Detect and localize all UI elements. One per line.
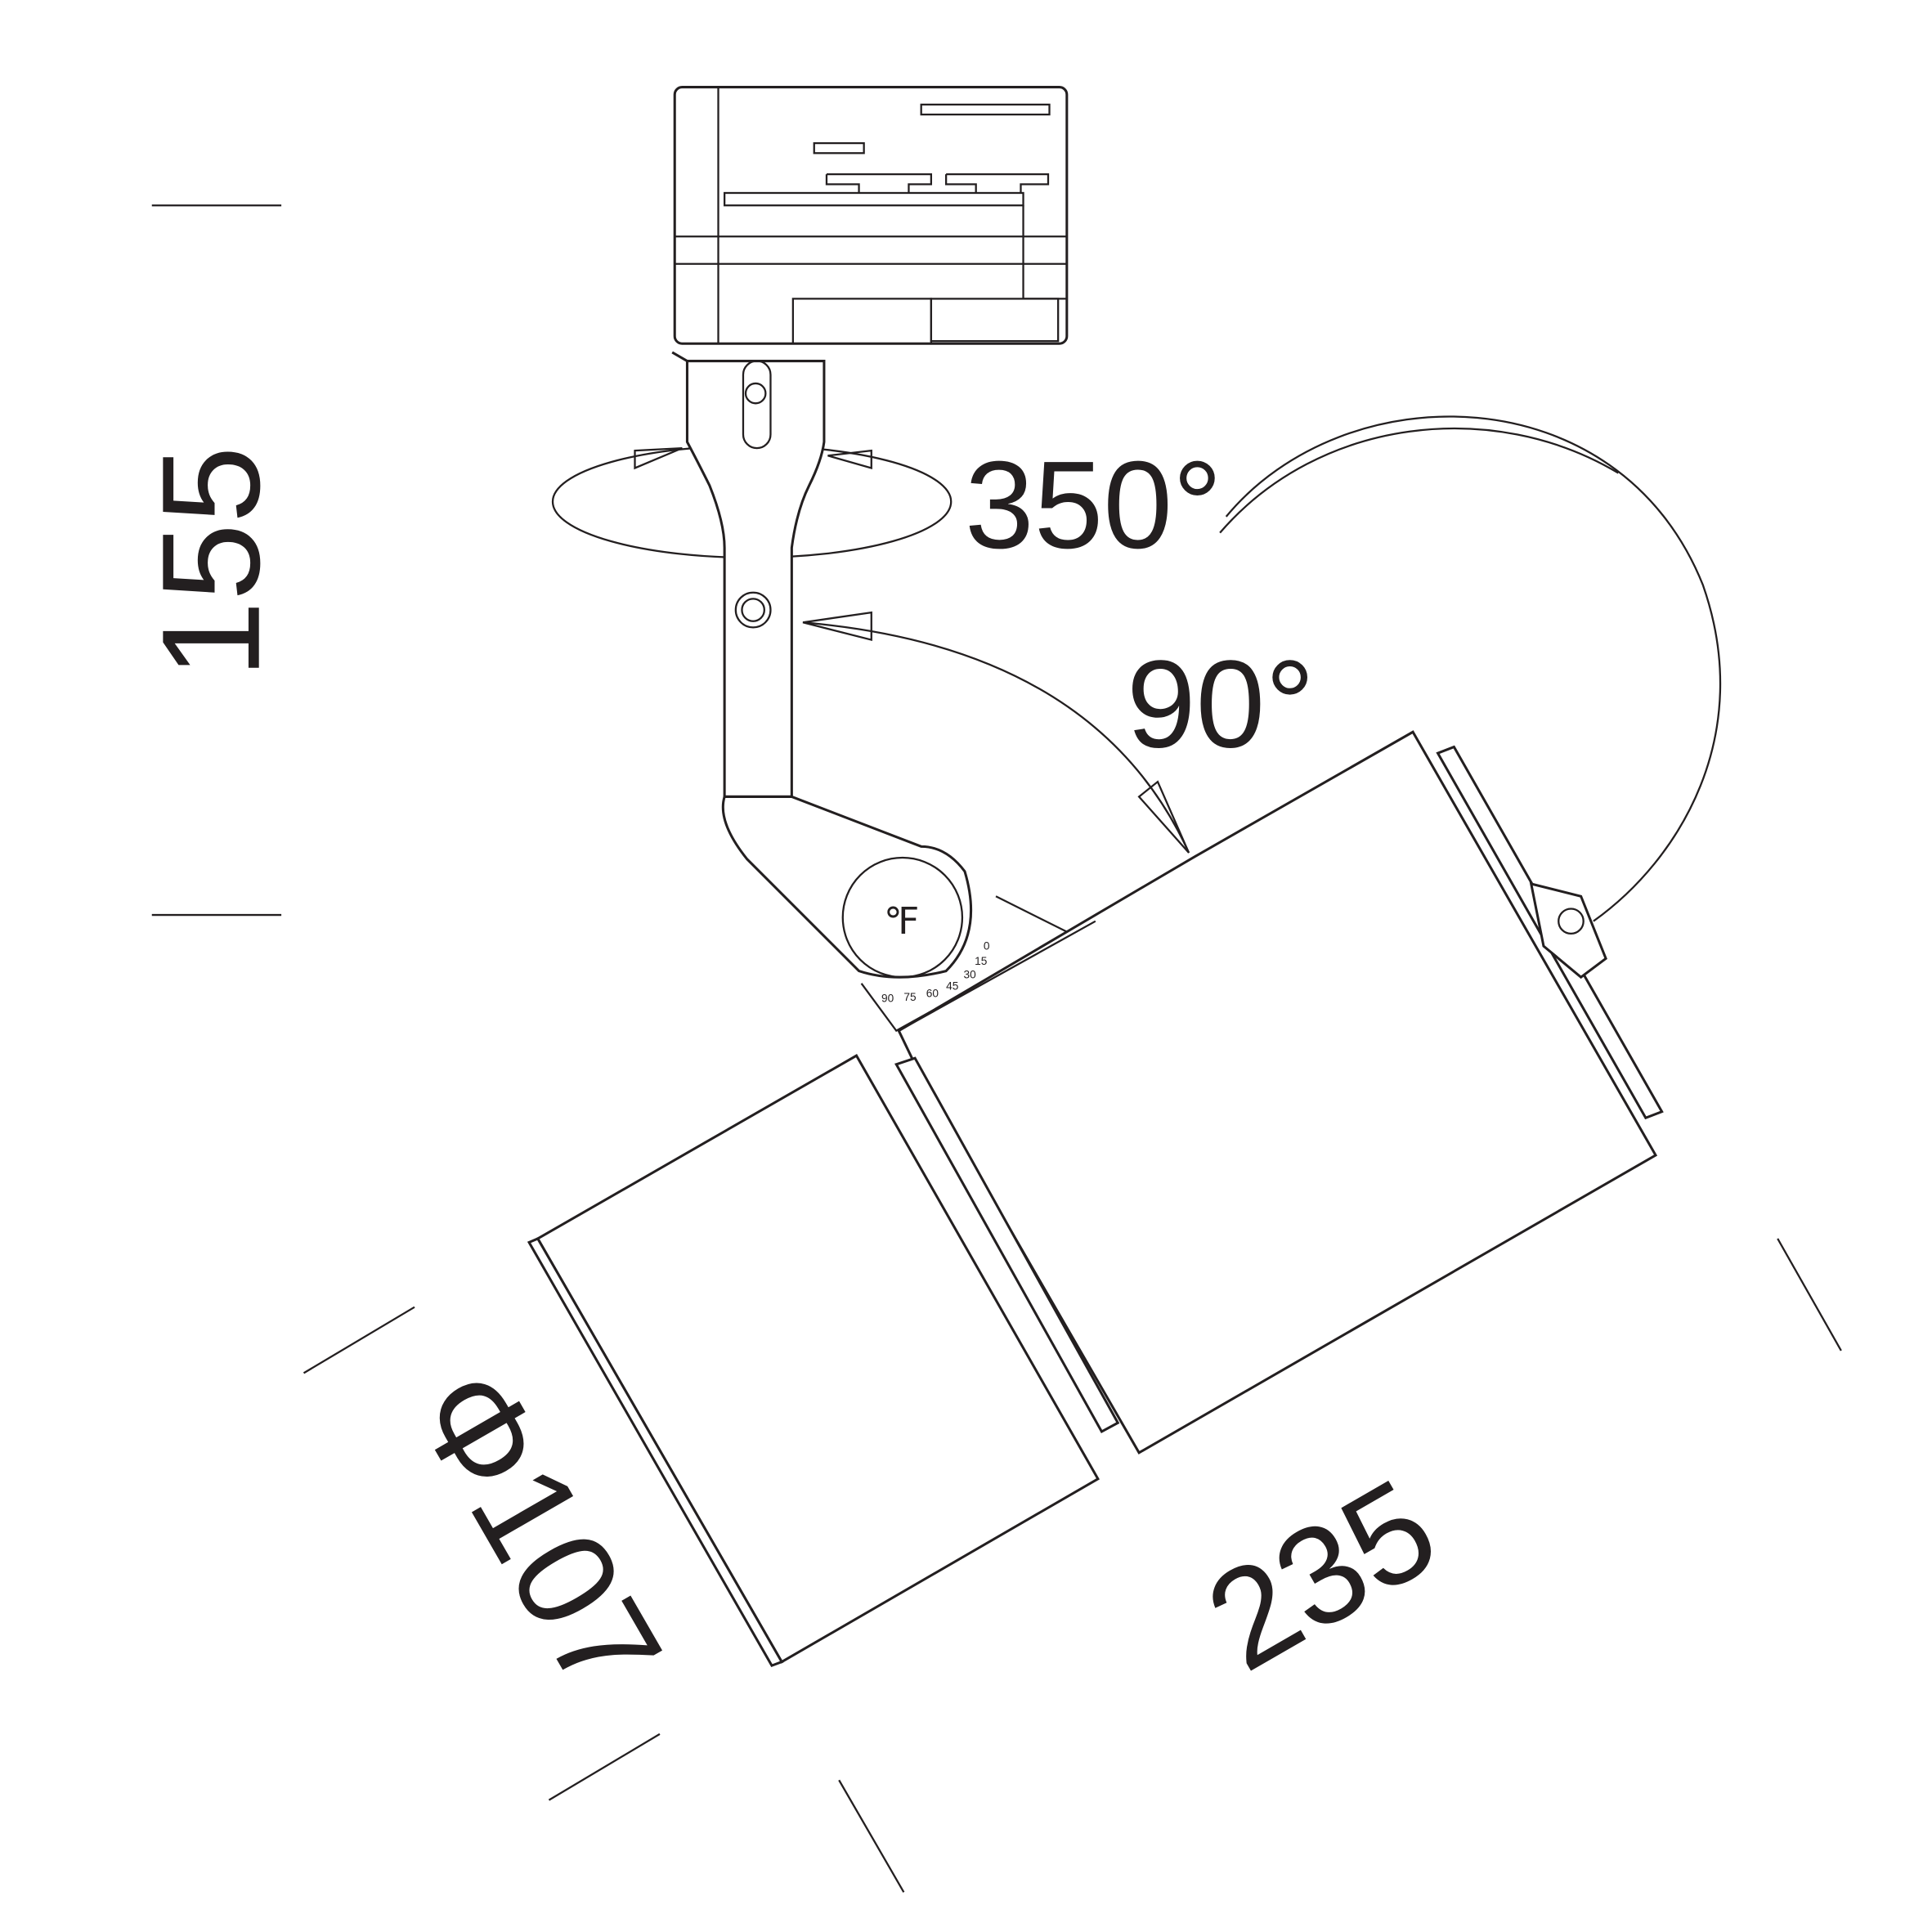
spotlight-head <box>527 1054 1120 1668</box>
arrow-right <box>827 449 872 469</box>
svg-text:60: 60 <box>926 988 939 1000</box>
svg-text:75: 75 <box>903 991 917 1003</box>
brand-logo: ℉ <box>884 900 919 942</box>
rotation-angle-label: 350° <box>965 436 1222 575</box>
svg-text:90: 90 <box>881 993 894 1005</box>
tilt-scale: 90 75 60 45 30 15 0 <box>860 895 1073 1033</box>
track-adapter <box>673 86 1069 345</box>
svg-text:45: 45 <box>946 979 959 992</box>
tilt-angle-label: 90° <box>1127 635 1315 774</box>
swivel-arm: ℉ <box>551 351 973 979</box>
svg-text:15: 15 <box>975 955 988 967</box>
rotation-arc <box>1225 415 1722 922</box>
length-label: 235 <box>1182 1450 1461 1701</box>
rotation-arc-inner <box>1219 427 1619 534</box>
svg-text:30: 30 <box>963 969 976 981</box>
svg-text:0: 0 <box>984 940 990 953</box>
spotlight-head-tilted <box>897 730 1664 1455</box>
arrow-left <box>634 446 683 470</box>
height-dimension: 155 <box>134 204 289 917</box>
height-label: 155 <box>134 446 289 679</box>
tilt-arc <box>802 621 1190 854</box>
